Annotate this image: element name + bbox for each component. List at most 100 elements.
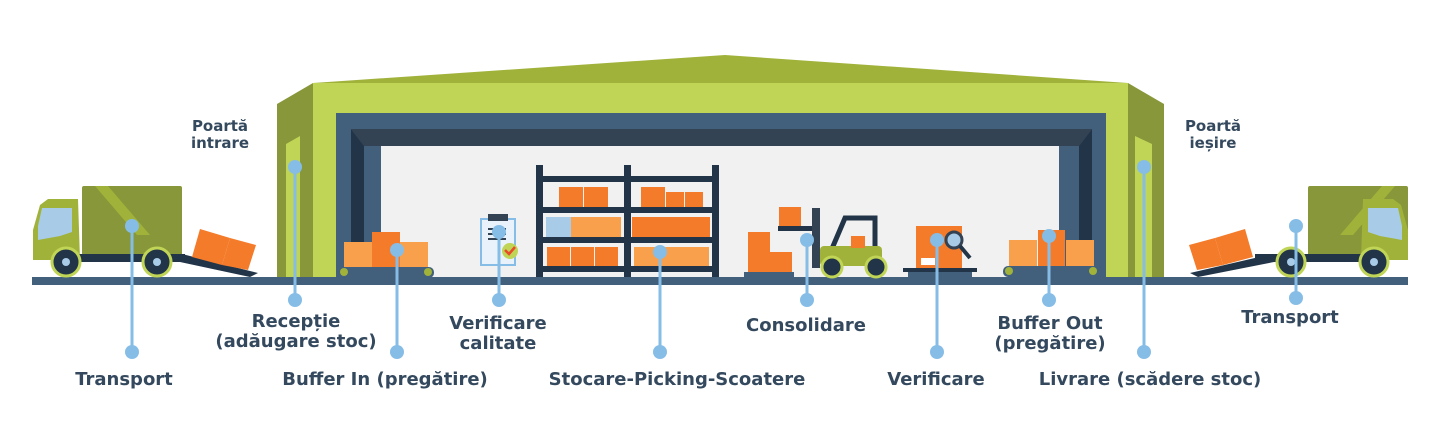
step-label-buffer-out: Buffer Out (pregătire) xyxy=(994,314,1105,354)
pallet xyxy=(903,268,977,272)
box xyxy=(634,247,709,266)
connector-pin-top-verificare-calitate xyxy=(492,225,506,239)
step-label-line1: Buffer Out xyxy=(997,313,1103,334)
connector-pin-bottom-stocare xyxy=(653,345,667,359)
entry-gate xyxy=(286,136,300,278)
truck-left xyxy=(33,186,258,278)
step-label-stocare: Stocare-Picking-Scoatere xyxy=(549,370,806,390)
truck-hub xyxy=(1370,258,1378,266)
connector-pin-top-transport-in xyxy=(125,219,139,233)
step-label-line1: Verificare xyxy=(887,369,985,390)
connector-pin-bottom-buffer-in xyxy=(390,345,404,359)
box xyxy=(641,187,665,207)
forklift-area xyxy=(744,207,888,279)
truck-hub xyxy=(62,258,70,266)
box xyxy=(1189,238,1223,270)
conveyor-roller xyxy=(1089,267,1097,275)
connector-pin-bottom-buffer-out xyxy=(1042,293,1056,307)
truck-chassis xyxy=(1255,254,1380,262)
truck-window xyxy=(1368,208,1402,240)
conveyor-roller xyxy=(424,268,432,276)
forklift-cage xyxy=(825,215,878,259)
box xyxy=(1009,240,1037,266)
magnifier-icon xyxy=(944,230,964,250)
shelf xyxy=(540,176,716,182)
connector-pin-top-transport-out xyxy=(1289,219,1303,233)
box xyxy=(779,207,801,226)
connector-pin-bottom-verificare xyxy=(930,345,944,359)
connector-pin-bottom-verificare-calitate xyxy=(492,293,506,307)
shelf xyxy=(540,266,716,272)
exit-gate-label-line1: Poartă xyxy=(1184,117,1242,135)
step-label-verificare: Verificare xyxy=(887,370,984,390)
box xyxy=(559,187,583,207)
step-label-line2: (adăugare stoc) xyxy=(215,331,377,352)
pallet xyxy=(744,272,794,277)
shelf-post xyxy=(712,165,719,277)
exit-gate-label: Poartă ieșire xyxy=(1185,118,1241,152)
shelf-post xyxy=(536,165,543,277)
truck-ramp xyxy=(1190,254,1274,277)
step-label-transport-in: Transport xyxy=(75,370,173,390)
box xyxy=(400,242,428,267)
box xyxy=(571,247,594,266)
shelf-post xyxy=(624,165,631,277)
step-label-line1: Transport xyxy=(1241,307,1339,328)
forklift-wheel xyxy=(864,255,888,279)
forklift-fork xyxy=(778,226,820,231)
forklift-seat xyxy=(851,236,865,248)
connector-pin-bottom-livrare xyxy=(1137,345,1151,359)
connector-pin-top-verificare xyxy=(930,233,944,247)
box xyxy=(584,187,608,207)
step-label-line1: Transport xyxy=(75,369,173,390)
roof xyxy=(313,55,1128,83)
truck-ramp xyxy=(180,254,258,277)
connector-pin-top-buffer-in xyxy=(390,243,404,257)
check-icon xyxy=(504,246,516,256)
truck-hub xyxy=(153,258,161,266)
entry-gate-label-line1: Poartă xyxy=(191,117,249,135)
truck-right xyxy=(1189,186,1408,278)
step-label-line1: Buffer In (pregătire) xyxy=(282,369,488,390)
step-label-line2: calitate xyxy=(459,333,537,354)
box xyxy=(748,252,770,272)
conveyor-belt xyxy=(338,267,434,278)
step-label-line2: (pregătire) xyxy=(994,333,1106,354)
conveyor-belt xyxy=(1003,266,1099,277)
connector-pin-bottom-consolidare xyxy=(800,293,814,307)
conveyor-roller xyxy=(1005,267,1013,275)
connector-pin-top-receptie xyxy=(288,160,302,174)
connector-pin-top-buffer-out xyxy=(1042,229,1056,243)
step-label-consolidare: Consolidare xyxy=(746,316,866,336)
pallet xyxy=(908,272,972,277)
truck-hub xyxy=(1287,258,1295,266)
storage-shelves xyxy=(536,165,719,277)
shelf xyxy=(540,237,716,243)
step-label-line1: Livrare (scădere stoc) xyxy=(1038,369,1262,390)
conveyor-roller xyxy=(340,268,348,276)
magnifier-handle xyxy=(958,244,972,260)
box xyxy=(571,217,596,237)
step-label-line1: Stocare-Picking-Scoatere xyxy=(548,369,806,390)
connector-pin-top-stocare xyxy=(653,245,667,259)
step-label-transport-out: Transport xyxy=(1241,308,1339,328)
truck-chassis xyxy=(60,254,185,262)
step-label-receptie: Recepție (adăugare stoc) xyxy=(215,312,376,352)
step-label-buffer-in: Buffer In (pregătire) xyxy=(282,370,488,390)
step-label-livrare: Livrare (scădere stoc) xyxy=(1039,370,1262,390)
connector-pin-top-consolidare xyxy=(800,233,814,247)
box xyxy=(595,247,618,266)
box xyxy=(546,217,571,237)
step-label-verificare-calitate: Verificare calitate xyxy=(449,314,546,354)
step-label-line1: Verificare xyxy=(449,313,547,334)
box xyxy=(344,242,372,267)
connectors xyxy=(125,160,1303,359)
box xyxy=(596,217,621,237)
door-frame-left xyxy=(351,129,364,278)
box xyxy=(547,247,570,266)
shelf xyxy=(540,207,716,213)
exit-gate-label-line2: ieșire xyxy=(1189,134,1237,152)
entry-gate-label-line2: intrare xyxy=(190,134,250,152)
truck-window xyxy=(38,208,72,240)
warehouse-building xyxy=(277,55,1164,278)
